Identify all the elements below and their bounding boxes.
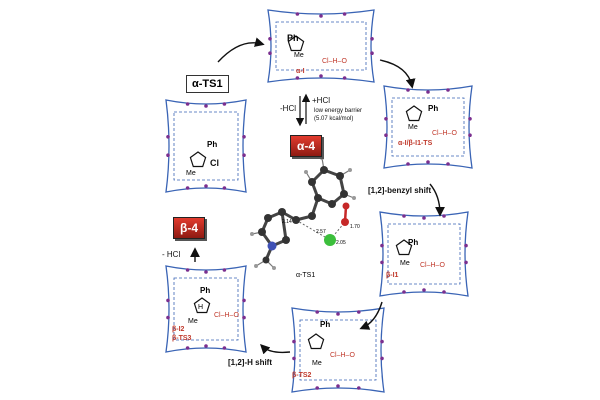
plus-hcl: +HCl — [312, 96, 331, 105]
alpha-i-me-label: Me — [294, 52, 304, 59]
beta-i1-cl-h-o: Cl–H–O — [420, 262, 445, 269]
arrow-alpha-ts1-to-alpha-i — [217, 37, 265, 63]
arrow-h-shift — [260, 344, 291, 355]
distance-d2: 2.57 — [316, 229, 326, 235]
beta-ts2-me: Me — [312, 360, 322, 367]
beta-i2-label: β-I2 — [172, 326, 185, 333]
beta-ts2-label: β-TS2 — [292, 372, 312, 379]
chlorine-atom — [324, 234, 336, 246]
alpha-i-ph-label: Ph — [287, 33, 299, 43]
pyrrole-ring — [193, 297, 211, 314]
beta-ts3-label: β-TS3 — [172, 335, 192, 342]
distance-d1: 2.14 — [282, 219, 292, 225]
benzyl-shift-label: [1,2]-benzyl shift — [368, 186, 432, 195]
beta-i2-ph: Ph — [200, 286, 211, 295]
pyrrole-ring — [287, 35, 305, 52]
alpha-ts1-ph: Ph — [207, 140, 218, 149]
alpha-beta-ts-me: Me — [408, 124, 418, 131]
distance-d3: 2.05 — [336, 240, 346, 246]
barrier-kcal: (5.07 kcal/mol) — [314, 116, 354, 122]
alpha-i-label: α-I — [296, 68, 305, 75]
alpha-beta-ts-ph: Ph — [428, 104, 439, 113]
beta-i1-ph: Ph — [408, 238, 419, 247]
oxygen-atom — [341, 218, 349, 226]
cage-beta-i2 — [165, 265, 247, 353]
beta-ts2-cl-h-o: Cl–H–O — [330, 352, 355, 359]
cage-alpha-ts1 — [165, 99, 247, 193]
beta-i2-me: Me — [188, 318, 198, 325]
center-caption: α-TS1 — [296, 272, 316, 279]
alpha-i-cl-h-o: Cl–H–O — [322, 58, 347, 65]
low-energy-barrier: low energy barrier — [314, 108, 363, 114]
beta-i1-label: β-I1 — [386, 272, 399, 279]
pyrrole-ring — [189, 151, 207, 168]
beta-i2-h: H — [198, 304, 204, 311]
beta-i2-cl-h-o: Cl–H–O — [214, 312, 239, 319]
cage-alpha-beta-ts — [383, 85, 473, 169]
beta-4-badge: β-4 — [173, 217, 205, 239]
arrow-benzyl-shift — [429, 183, 445, 217]
alpha-beta-ts-label: α-I/β-I1-TS — [398, 140, 433, 147]
pyrrole-ring — [395, 239, 413, 256]
central-3d-structure — [250, 156, 356, 270]
alpha-beta-ts-cl-h-o: Cl–H–O — [432, 130, 457, 137]
alpha-ts1-me: Me — [186, 170, 196, 177]
arrow-alpha-i-to-ts — [379, 59, 416, 89]
beta-i1-me: Me — [400, 260, 410, 267]
alpha-4-badge: α-4 — [290, 135, 323, 157]
pyrrole-ring — [405, 105, 423, 122]
cage-alpha-i — [267, 9, 375, 83]
cage-beta-i1 — [379, 211, 469, 297]
alpha-ts1-box-label: α-TS1 — [186, 75, 229, 93]
minus-hcl-top: -HCl — [280, 104, 296, 113]
cage-beta-ts2 — [291, 307, 385, 393]
alpha-ts1-cl: Cl — [210, 158, 219, 168]
arrow-beta-i1-to-beta-ts2 — [359, 301, 383, 330]
distance-d4: 1.70 — [350, 224, 360, 230]
h-shift-label: [1,2]-H shift — [228, 358, 272, 367]
minus-hcl-left: - HCl — [162, 250, 181, 259]
pyrrole-ring — [307, 333, 325, 350]
beta-ts2-ph: Ph — [320, 320, 331, 329]
